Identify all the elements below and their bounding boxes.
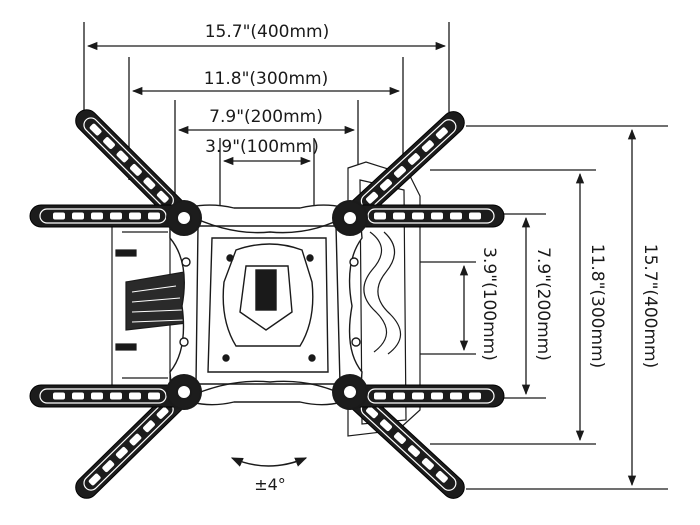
mounting-arms: [29, 109, 505, 499]
dim-h-400: [83, 22, 450, 112]
arm-slot: [110, 392, 122, 400]
arm-bottom-left-diagonal: [75, 388, 188, 499]
arm-top-right-diagonal: [346, 111, 465, 223]
arm-slot: [53, 392, 65, 400]
arm-slot: [156, 407, 169, 419]
arm-slot: [366, 406, 379, 419]
dim-v-300-label: 11.8"(300mm): [587, 244, 607, 369]
arm-bottom-right-diagonal: [346, 387, 465, 499]
arm-slot: [421, 140, 434, 152]
dim-v-300: [430, 169, 596, 445]
arm-slot: [116, 150, 129, 163]
arm-slot: [110, 212, 122, 220]
dim-v-400-label: 15.7"(400mm): [640, 244, 660, 369]
arm-slot: [407, 153, 420, 165]
arm-slot: [156, 190, 169, 203]
arm-slot: [89, 123, 102, 136]
tilt-label: ±4°: [254, 475, 286, 494]
arm-slot: [394, 166, 406, 178]
arm-slot: [421, 458, 434, 470]
dim-v-100: [418, 261, 476, 355]
arm-slot: [115, 447, 128, 459]
arm-slot: [91, 392, 103, 400]
arm-slot: [130, 164, 142, 176]
arm-slot: [469, 392, 481, 400]
arm-slot: [431, 392, 443, 400]
arm-slot: [129, 392, 141, 400]
arm-slot: [148, 212, 160, 220]
arm-slot: [72, 392, 84, 400]
arm-bottom-left-horizontal: [29, 384, 185, 408]
arm-slot: [143, 177, 156, 190]
dim-h-400-label: 15.7"(400mm): [205, 22, 330, 42]
wall-arm-mechanism: [111, 161, 421, 437]
dim-v-400: [466, 125, 668, 490]
arm-slot: [148, 392, 160, 400]
arm-slot: [72, 212, 84, 220]
arm-slot: [129, 433, 142, 446]
center-bracket: [169, 204, 363, 406]
arm-slot: [431, 212, 443, 220]
arm-slot: [394, 432, 406, 444]
arm-slot: [91, 212, 103, 220]
arm-top-left-diagonal: [75, 109, 188, 222]
rotate-arrow-icon: [230, 457, 308, 467]
arm-slot: [374, 212, 386, 220]
arm-slot: [412, 392, 424, 400]
arm-bottom-right-horizontal: [349, 384, 505, 408]
arm-slot: [450, 212, 462, 220]
dim-v-100-label: 3.9"(100mm): [479, 247, 499, 361]
arm-slot: [450, 392, 462, 400]
arm-slot: [129, 212, 141, 220]
arm-slot: [393, 212, 405, 220]
arm-slot: [374, 392, 386, 400]
arm-hubs: [166, 200, 368, 410]
arm-slot: [102, 460, 115, 473]
dim-h-200-label: 7.9"(200mm): [209, 107, 323, 127]
dim-v-200-label: 7.9"(200mm): [533, 247, 553, 361]
arm-slot: [435, 470, 448, 483]
arm-top-left-horizontal: [29, 204, 185, 228]
dim-h-100-label: 3.9"(100mm): [205, 137, 319, 157]
arm-slot: [366, 191, 379, 204]
arm-slot: [469, 212, 481, 220]
arm-slot: [407, 445, 420, 457]
arm-slot: [412, 212, 424, 220]
arm-top-right-horizontal: [349, 204, 505, 228]
arm-slot: [53, 212, 65, 220]
arm-slot: [143, 420, 155, 433]
dim-h-300-label: 11.8"(300mm): [204, 69, 329, 89]
arm-slot: [88, 473, 101, 486]
arm-slot: [435, 127, 448, 140]
arm-slot: [380, 178, 392, 191]
tilt-indicator: [230, 457, 308, 467]
arm-slot: [103, 137, 115, 149]
arm-slot: [380, 419, 392, 432]
arm-slot: [393, 392, 405, 400]
